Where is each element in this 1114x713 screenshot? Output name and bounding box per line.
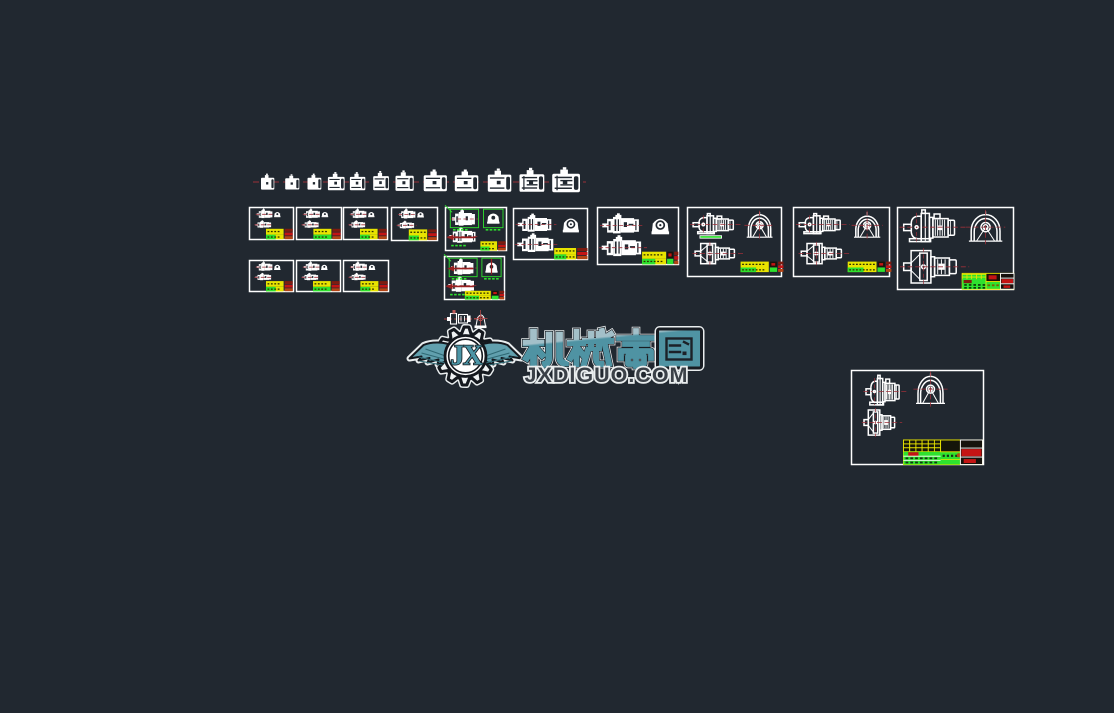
svg-text:JX: JX	[450, 341, 483, 372]
svg-text:JXDIGUO.COM: JXDIGUO.COM	[525, 363, 689, 387]
